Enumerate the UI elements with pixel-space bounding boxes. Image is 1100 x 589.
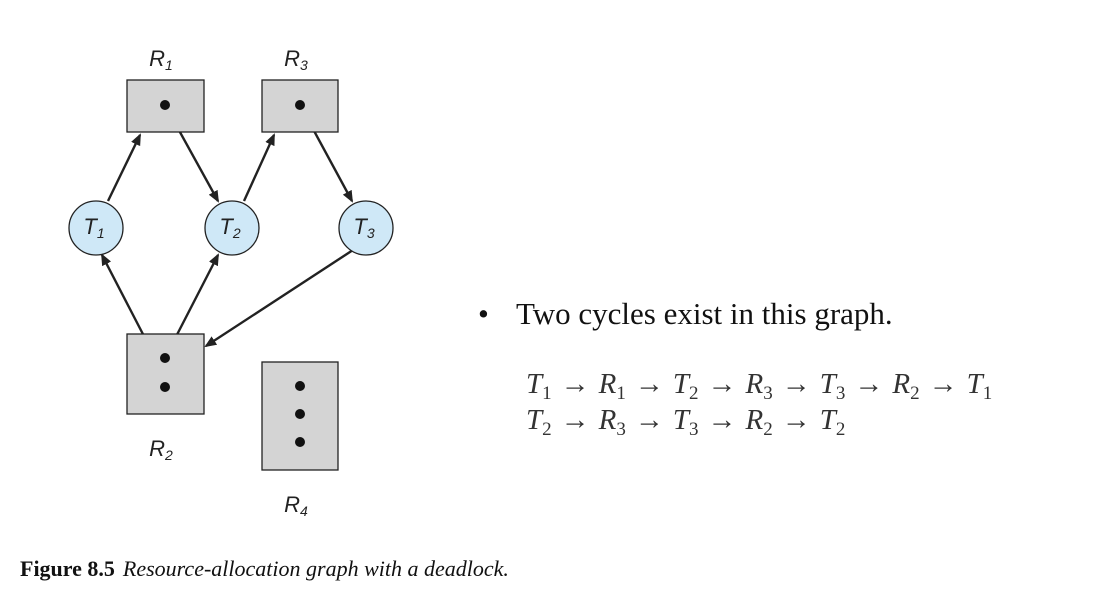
edge-t3-to-r2 (204, 248, 354, 348)
arrow-right-icon: → (854, 368, 884, 400)
thread-circle (338, 200, 394, 256)
cycle-node: T2 (526, 404, 552, 440)
resource-instance-dot (295, 100, 305, 110)
resource-instance-dot (160, 353, 170, 363)
arrow-right-icon: → (634, 368, 664, 400)
thread-t2: T2 (204, 200, 260, 256)
caption-label: Figure 8.5 (20, 556, 115, 581)
resource-instance-dot (295, 437, 305, 447)
cycle-node: R2 (892, 368, 920, 404)
resource-label: R2 (149, 436, 173, 463)
bullet-dot-icon: • (478, 296, 489, 331)
caption-text: Resource-allocation graph with a deadloc… (122, 556, 509, 581)
cycle-node: T3 (819, 368, 846, 404)
thread-t1: T1 (68, 200, 124, 256)
resource-r2: R2 (126, 333, 205, 463)
figure-caption: Figure 8.5 Resource-allocation graph with… (20, 556, 509, 582)
thread-circle (204, 200, 260, 256)
arrow-right-icon: → (781, 368, 811, 400)
resource-instance-dot (295, 409, 305, 419)
arrow-right-icon: → (560, 368, 590, 400)
cycle-node: R2 (745, 404, 773, 440)
resource-box (126, 333, 205, 415)
resource-r1: R1 (126, 46, 205, 133)
resource-r4: R4 (261, 361, 339, 519)
resource-label: R1 (149, 46, 173, 73)
cycle-row-2: T2→R3→T3→R2→T2 (526, 402, 992, 440)
resource-instance-dot (160, 382, 170, 392)
cycle-node: R1 (598, 368, 626, 404)
cycle-node: T1 (966, 368, 993, 404)
bullet-note: • Two cycles exist in this graph. (478, 296, 893, 332)
cycle-node: R3 (598, 404, 626, 440)
bullet-text: Two cycles exist in this graph. (516, 296, 893, 331)
thread-t3: T3 (338, 200, 394, 256)
edge-t1-to-r1 (106, 133, 142, 202)
cycle-node: T2 (819, 404, 846, 440)
cycle-node: T1 (526, 368, 552, 404)
thread-circle (68, 200, 124, 256)
resource-instance-dot (160, 100, 170, 110)
cycle-node: R3 (745, 368, 773, 404)
cycle-node: T3 (672, 404, 699, 440)
resource-label: R3 (284, 46, 308, 73)
cycle-row-1: T1→R1→T2→R3→T3→R2→T1 (526, 366, 993, 404)
resource-label: R4 (284, 492, 308, 519)
edge-t2-to-r3 (242, 133, 276, 202)
arrow-right-icon: → (707, 368, 737, 400)
arrow-right-icon: → (634, 404, 664, 436)
arrow-right-icon: → (781, 404, 811, 436)
arrow-right-icon: → (560, 404, 590, 436)
arrow-right-icon: → (707, 404, 737, 436)
arrow-right-icon: → (928, 368, 958, 400)
resource-instance-dot (295, 381, 305, 391)
resource-r3: R3 (261, 46, 339, 133)
cycle-node: T2 (672, 368, 699, 404)
